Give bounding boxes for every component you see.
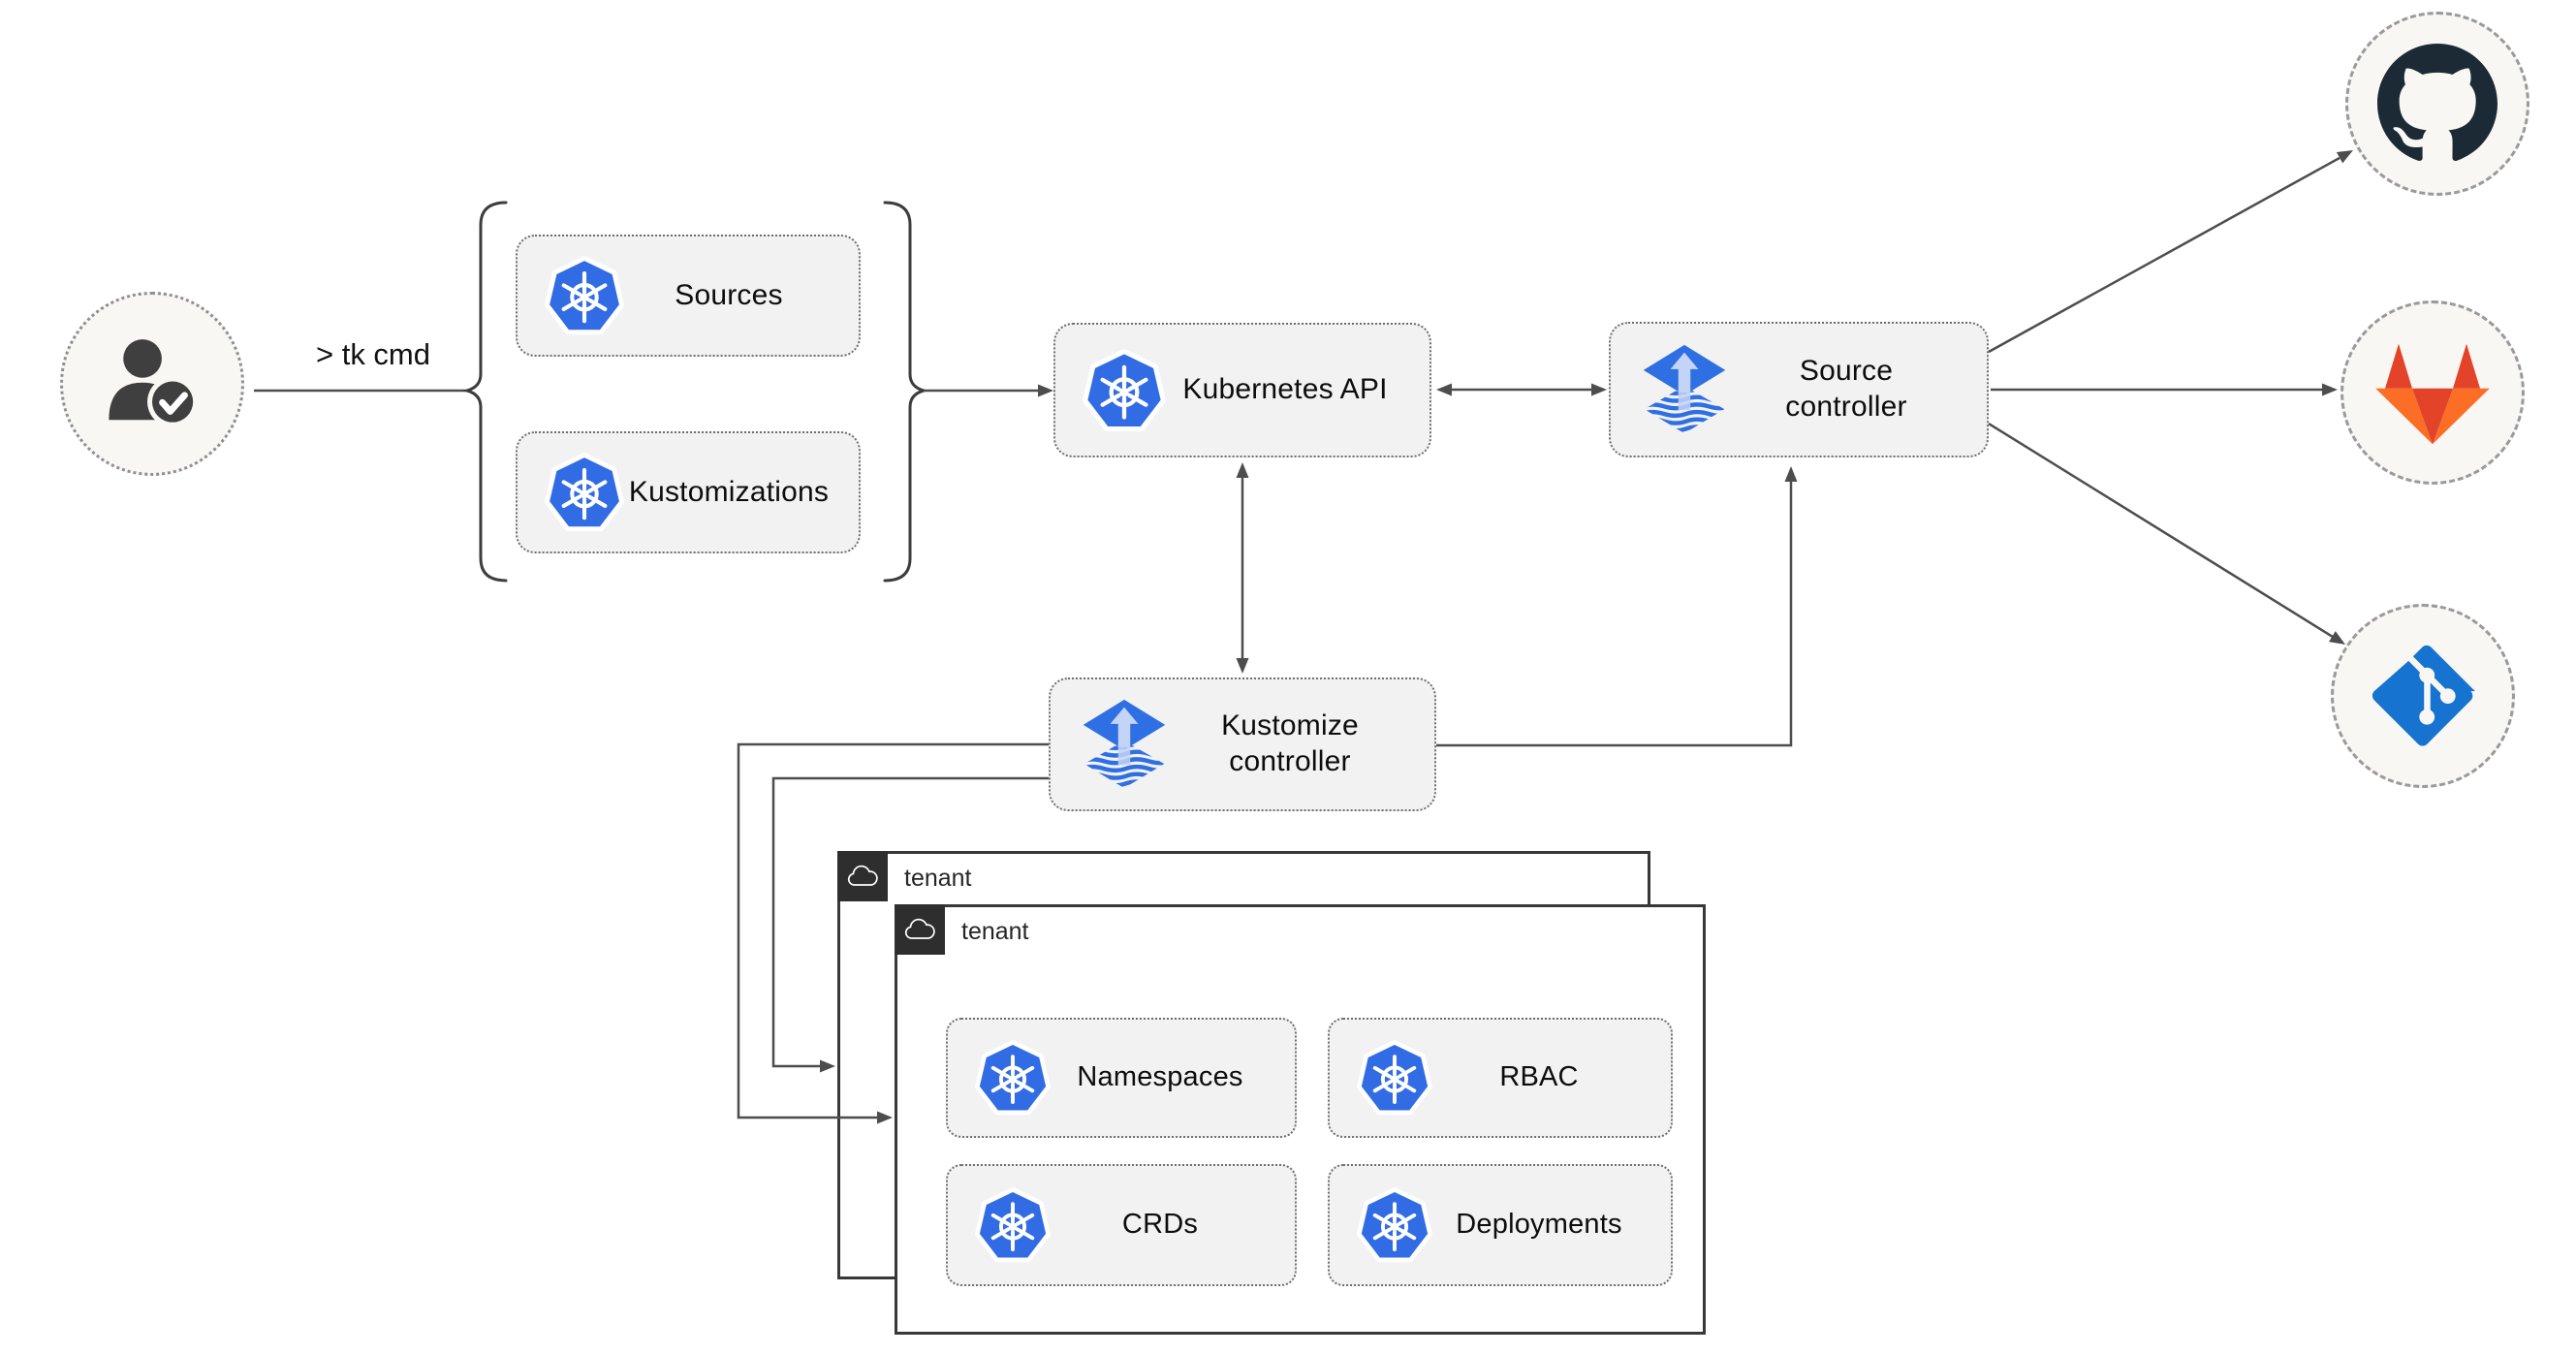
flux-icon: [1078, 696, 1171, 793]
user-check-icon: [92, 324, 212, 444]
crds-node[interactable]: CRDs: [946, 1164, 1297, 1286]
github-icon: [2377, 44, 2497, 164]
deployments-node[interactable]: Deployments: [1328, 1164, 1673, 1286]
namespaces-node[interactable]: Namespaces: [946, 1018, 1297, 1138]
rbac-label: RBAC: [1499, 1061, 1579, 1093]
kustomize-controller-label-line1: Kustomize: [1221, 709, 1359, 742]
github-node[interactable]: [2345, 12, 2529, 196]
kustomizations-label: Kustomizations: [628, 475, 830, 508]
connector-source-to-git: [1988, 422, 2334, 639]
kubernetes-icon: [545, 453, 624, 532]
cli-command-label: > tk cmd: [315, 337, 430, 371]
source-controller-label-line2: controller: [1785, 391, 1907, 423]
flux-icon: [1638, 341, 1731, 438]
bracket-right: [883, 201, 929, 583]
tenant-header: [895, 904, 945, 955]
connector-source-to-github: [1988, 156, 2340, 354]
bracket-left: [461, 201, 508, 583]
tenant-label: tenant: [904, 865, 972, 892]
git-icon: [2366, 639, 2480, 753]
source-controller-label: Source controller: [1731, 354, 1987, 425]
kustomize-controller-node[interactable]: Kustomize controller: [1049, 678, 1436, 811]
deployments-label: Deployments: [1456, 1209, 1622, 1241]
kubernetes-api-label: Kubernetes API: [1182, 373, 1388, 406]
kubernetes-icon: [975, 1187, 1051, 1263]
kubernetes-icon: [1357, 1187, 1432, 1263]
kustomizations-node[interactable]: Kustomizations: [516, 431, 861, 553]
kubernetes-icon: [545, 256, 624, 335]
tenant-header: [837, 851, 888, 901]
crds-label: CRDs: [1121, 1209, 1199, 1241]
cloud-icon: [902, 916, 937, 943]
rbac-node[interactable]: RBAC: [1328, 1018, 1673, 1138]
kustomize-controller-label: Kustomize controller: [1171, 709, 1434, 779]
kubernetes-icon: [975, 1040, 1051, 1116]
kubernetes-icon: [1357, 1040, 1432, 1116]
kubernetes-icon: [1083, 349, 1166, 432]
sources-node[interactable]: Sources: [516, 235, 861, 357]
git-node[interactable]: [2331, 604, 2515, 788]
cloud-icon: [845, 863, 880, 890]
user-node[interactable]: [60, 292, 244, 476]
gitlab-icon: [2365, 331, 2500, 454]
source-controller-node[interactable]: Source controller: [1609, 322, 1989, 457]
sources-label: Sources: [675, 278, 783, 311]
gitlab-node[interactable]: [2340, 300, 2525, 485]
tenant-container-front[interactable]: tenant Namespaces RBAC CRDs Deployments: [895, 904, 1706, 1335]
kubernetes-api-node[interactable]: Kubernetes API: [1053, 323, 1431, 457]
namespaces-label: Namespaces: [1077, 1061, 1243, 1093]
kustomize-controller-label-line2: controller: [1229, 745, 1351, 777]
source-controller-label-line1: Source: [1799, 355, 1894, 388]
connector-kustomize-to-source: [1436, 480, 1793, 747]
tenant-label: tenant: [961, 918, 1029, 945]
